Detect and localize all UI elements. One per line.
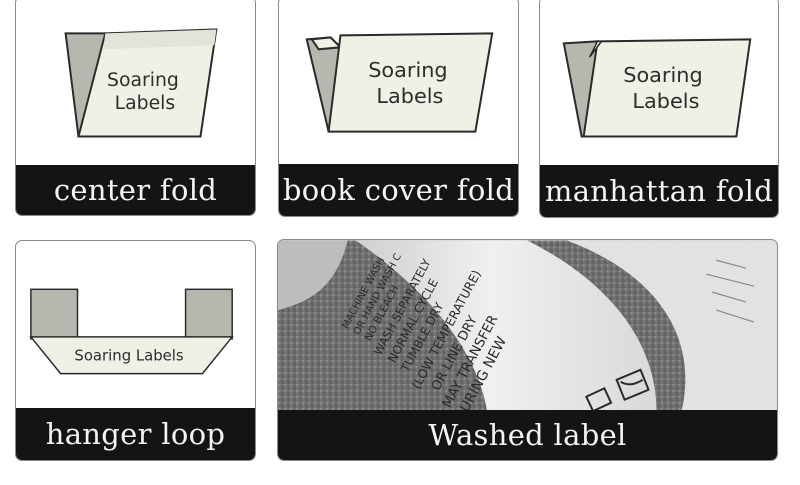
brand-line-2: Labels: [115, 93, 176, 114]
caption-washed-label: Washed label: [278, 410, 777, 460]
card-book-cover-fold: Soaring Labels book cover fold: [278, 0, 519, 217]
brand-line-2: Labels: [376, 84, 443, 108]
card-hanger-loop: Soaring Labels hanger loop: [15, 240, 256, 461]
label-front-face: [582, 38, 752, 138]
brand-line-1: Soaring: [107, 70, 179, 91]
center-fold-illustration: Soaring Labels: [64, 28, 218, 138]
loop-end-right: [184, 288, 233, 340]
brand-line-1: Soaring: [368, 58, 447, 82]
label-fold-crease: [588, 40, 603, 58]
caption-manhattan-fold: manhattan fold: [540, 165, 778, 217]
label-front-face: [327, 32, 494, 133]
brand-text: Soaring Labels: [74, 347, 184, 365]
loop-end-left: [30, 288, 79, 340]
washed-label-photo: MACHINE WASH OR HAND WASH C NO BLEACH WA…: [278, 240, 777, 412]
ribbon-right-curl: [566, 240, 777, 412]
background-label-text: [706, 259, 755, 323]
label-front-face: [77, 28, 218, 138]
card-center-fold: Soaring Labels center fold: [15, 0, 256, 216]
brand-line-2: Labels: [632, 89, 699, 113]
hanger-loop-illustration: Soaring Labels: [29, 288, 234, 375]
dry-symbol-icon: [615, 368, 650, 402]
label-top-band: [103, 29, 217, 50]
book-cover-fold-illustration: Soaring Labels: [305, 32, 494, 133]
caption-book-cover-fold: book cover fold: [279, 164, 518, 216]
card-manhattan-fold: Soaring Labels manhattan fold: [539, 0, 779, 218]
wash-symbol-icon: [584, 386, 613, 412]
label-front-face: [29, 336, 234, 375]
caption-hanger-loop: hanger loop: [16, 408, 255, 460]
card-washed-label: MACHINE WASH OR HAND WASH C NO BLEACH WA…: [277, 239, 778, 461]
brand-line-1: Soaring: [623, 63, 702, 87]
care-label-ribbon: [355, 240, 657, 412]
caption-center-fold: center fold: [16, 165, 255, 215]
ribbon-left-curl: [278, 240, 348, 311]
manhattan-fold-illustration: Soaring Labels: [562, 38, 752, 138]
